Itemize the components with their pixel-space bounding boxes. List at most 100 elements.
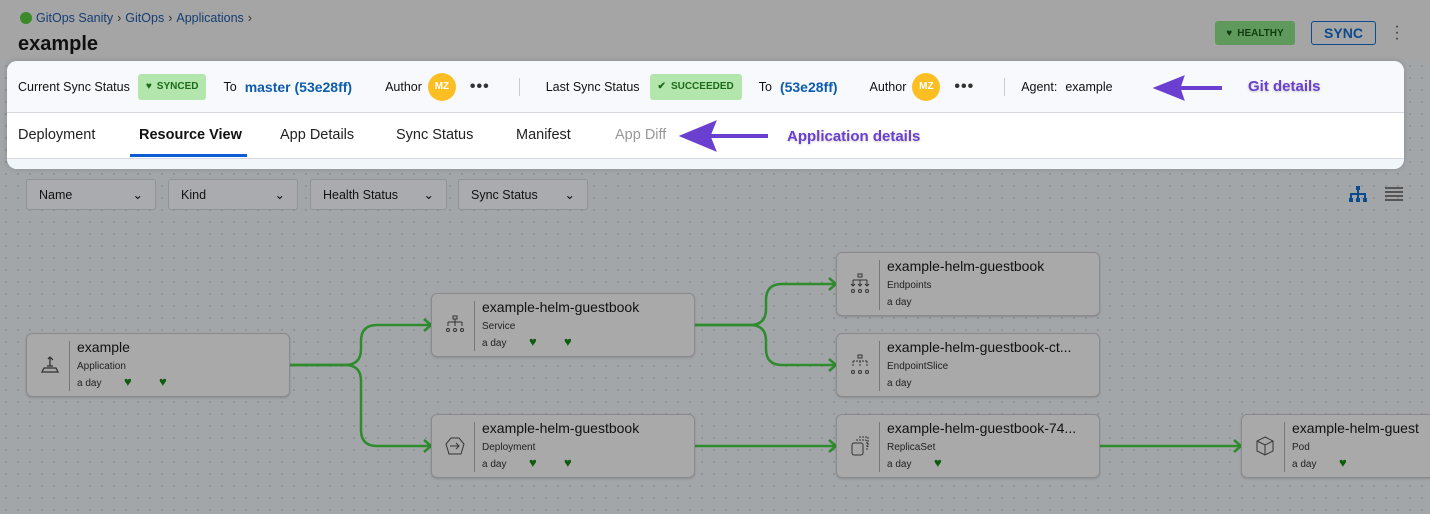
arrowhead-icon (1152, 75, 1185, 101)
chevron-down-icon: ⌄ (423, 188, 434, 202)
resource-name: example-helm-guestbook-74... (887, 420, 1077, 436)
chevron-right-icon: › (117, 11, 122, 25)
edge (290, 323, 430, 367)
resource-name: example-helm-guestbook (482, 299, 640, 315)
filter-label: Name (39, 187, 73, 202)
gitops-logo-icon (20, 12, 32, 24)
chevron-right-icon: › (247, 11, 252, 25)
active-tab-indicator (130, 154, 247, 157)
resource-name: example-helm-guest (1292, 420, 1419, 436)
tree-icon[interactable] (1349, 186, 1367, 202)
sync-button[interactable]: SYNC (1311, 21, 1376, 45)
tab-sync-status[interactable]: Sync Status (396, 127, 474, 143)
resource-kind: Endpoints (887, 280, 932, 291)
resource-kind: Service (482, 321, 516, 332)
divider (1284, 422, 1285, 472)
edge (695, 282, 835, 327)
chevron-down-icon: ⌄ (132, 188, 143, 202)
synced-badge-label: SYNCED (156, 81, 199, 92)
filter-sync-status[interactable]: Sync Status ⌄ (458, 179, 588, 210)
filter-label: Kind (181, 187, 207, 202)
divider (879, 341, 880, 391)
details-panel: Current Sync Status ♥ SYNCED To master (5… (7, 61, 1404, 169)
author-label: Author (869, 79, 907, 94)
divider (879, 260, 880, 310)
resource-age: a day (482, 338, 507, 349)
succeeded-badge: ✔SUCCEEDED (649, 73, 742, 100)
breadcrumb: GitOps Sanity› GitOps› Applications› (20, 11, 252, 25)
deployment-icon (445, 437, 465, 455)
tab-app-details[interactable]: App Details (280, 127, 355, 143)
resource-kind: Pod (1292, 442, 1310, 453)
divider (474, 422, 475, 472)
tab-resource-view[interactable]: Resource View (139, 127, 242, 143)
author-label: Author (385, 79, 422, 94)
resource-name: example-helm-guestbook (482, 420, 640, 436)
more-icon[interactable]: ••• (469, 77, 490, 95)
more-icon[interactable]: ••• (954, 77, 975, 95)
avatar: MZ (427, 72, 456, 101)
filter-kind[interactable]: Kind ⌄ (168, 179, 298, 210)
more-options-icon[interactable]: ··· (1394, 18, 1400, 47)
resource-age: a day (887, 297, 912, 308)
resource-age: a day (887, 378, 912, 389)
edge (695, 323, 835, 367)
avatar: MZ (912, 72, 941, 101)
tab-app-diff[interactable]: App Diff (615, 127, 667, 143)
last-sync-label: Last Sync Status (545, 79, 640, 94)
heart-icon: ♥ (1339, 455, 1347, 470)
resource-name: example-helm-guestbook-ct... (887, 339, 1072, 355)
to-label: To (758, 79, 772, 94)
agent-value: example (1065, 79, 1113, 94)
divider (879, 422, 880, 472)
chevron-down-icon: ⌄ (564, 188, 575, 202)
endpointslice-icon (851, 354, 869, 374)
resource-age: a day (77, 378, 102, 389)
filter-name[interactable]: Name ⌄ (26, 179, 156, 210)
heart-icon: ♥ (529, 334, 537, 349)
current-sync-label: Current Sync Status (18, 79, 130, 94)
heart-icon: ♥ (564, 455, 572, 470)
breadcrumb-link[interactable]: GitOps (125, 11, 165, 25)
heart-icon: ♥ (564, 334, 572, 349)
filter-label: Sync Status (471, 187, 538, 202)
current-revision-link[interactable]: master (53e28ff) (244, 78, 353, 95)
service-icon (446, 315, 464, 332)
resource-node-endpointslice[interactable]: example-helm-guestbook-ct...EndpointSlic… (836, 333, 1100, 397)
pod-icon (1256, 436, 1274, 456)
resource-age: a day (887, 459, 912, 470)
divider (518, 77, 520, 96)
tab-bar: Deployment Resource View App Details Syn… (7, 114, 1404, 158)
last-revision-link[interactable]: (53e28ff) (779, 78, 838, 95)
resource-kind: Deployment (482, 442, 536, 453)
chevron-down-icon: ⌄ (274, 188, 285, 202)
page-title: example (18, 33, 99, 55)
filter-health-status[interactable]: Health Status ⌄ (310, 179, 447, 210)
heart-icon: ♥ (159, 374, 167, 389)
heart-icon: ♥ (145, 81, 152, 92)
resource-name: example (77, 339, 130, 355)
breadcrumb-link[interactable]: Applications (176, 11, 244, 25)
resource-kind: Application (77, 361, 126, 372)
resource-age: a day (1292, 459, 1317, 470)
heart-icon: ♥ (1226, 27, 1233, 39)
panel-bottom-strip (7, 158, 1404, 169)
endpoints-icon (850, 273, 870, 293)
filter-label: Health Status (323, 187, 399, 202)
breadcrumb-link[interactable]: GitOps Sanity (36, 11, 114, 25)
tab-deployment[interactable]: Deployment (18, 127, 96, 143)
tab-manifest[interactable]: Manifest (516, 127, 571, 143)
to-label: To (223, 79, 237, 94)
agent-label: Agent: (1021, 79, 1058, 94)
page-header: GitOps Sanity› GitOps› Applications› exa… (0, 0, 1430, 60)
list-icon[interactable] (1385, 186, 1403, 202)
git-details-annotation: Git details (1248, 78, 1321, 95)
replicaset-icon (851, 436, 869, 456)
